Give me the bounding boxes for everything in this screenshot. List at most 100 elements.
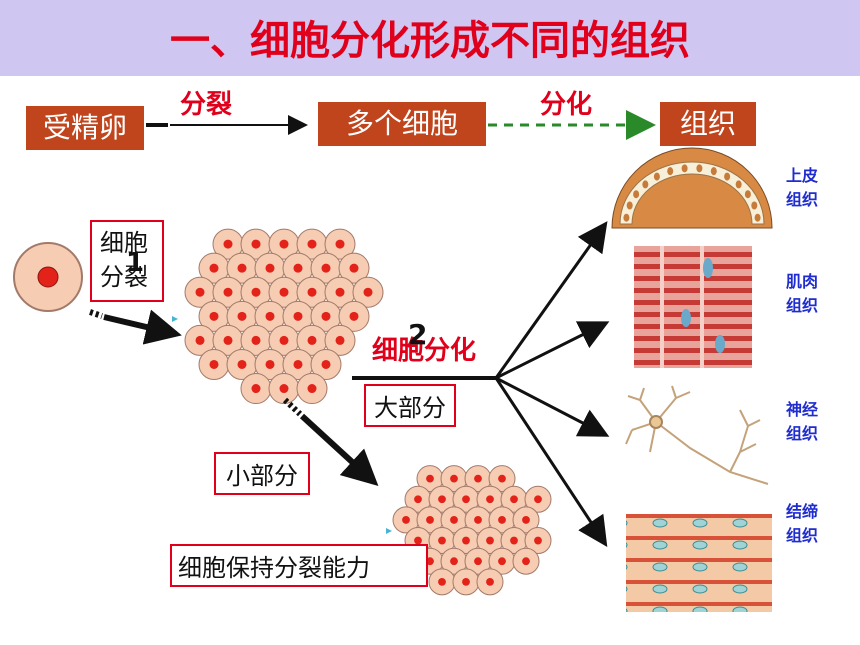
cell-nucleus (414, 495, 422, 504)
cell-nucleus (307, 335, 317, 345)
cell-nucleus (349, 263, 359, 273)
cell-nucleus (462, 536, 470, 545)
epithelial-nucleus (724, 172, 731, 181)
cell-division-box: 细胞分裂 1 (90, 220, 164, 302)
cell-nucleus (265, 311, 275, 321)
cell-nucleus (450, 474, 458, 483)
cell-nucleus (307, 239, 317, 249)
cell-division-label: 细胞分裂 (100, 229, 148, 291)
cell-nucleus (223, 287, 233, 297)
cell-nucleus (279, 335, 289, 345)
cell-nucleus (426, 516, 434, 524)
cell-nucleus (321, 359, 331, 369)
cell-nucleus (486, 495, 494, 504)
epithelial-tissue-image (611, 147, 773, 229)
cell-nucleus (251, 287, 261, 297)
cell-nucleus (474, 474, 482, 483)
cell-nucleus (438, 577, 446, 586)
cell-nucleus (209, 359, 219, 369)
cell-nucleus (307, 384, 317, 394)
cell-nucleus (426, 474, 434, 483)
cell-nucleus (335, 239, 345, 249)
cell-nucleus (335, 287, 345, 297)
cell-nucleus (321, 311, 331, 321)
cell-nucleus (486, 536, 494, 545)
cell-nucleus (450, 516, 458, 524)
cell-nucleus (426, 557, 434, 566)
cell-nucleus (438, 495, 446, 504)
tissue-label-epithelial: 上皮组织 (786, 166, 819, 209)
flow-box-zygote: 受精卵 (26, 106, 144, 150)
cell-nucleus (498, 557, 506, 566)
cell-nucleus (363, 287, 373, 297)
epithelial-nucleus (696, 164, 703, 173)
cell-nucleus (251, 384, 261, 394)
zygote-cell (13, 242, 83, 312)
title-bar (0, 0, 860, 76)
cell-nucleus (279, 239, 289, 249)
cell-nucleus (522, 557, 530, 566)
tissue-label-connective: 结缔组织 (786, 502, 819, 545)
epithelial-nucleus (744, 190, 751, 199)
cell-nucleus (237, 263, 247, 273)
cell-nucleus (498, 474, 506, 483)
cell-nucleus (251, 335, 261, 345)
tissue-label-muscle: 肌肉组织 (786, 272, 819, 315)
epithelial-nucleus (681, 164, 688, 173)
cell-nucleus (335, 335, 345, 345)
cell-nucleus (265, 263, 275, 273)
arrow-division (89, 309, 182, 345)
cell-nucleus (486, 577, 494, 586)
cell-nucleus (223, 335, 233, 345)
cell-cluster-large (184, 228, 384, 405)
majority-label: 大部分 (364, 384, 456, 427)
epithelial-nucleus (642, 180, 649, 189)
epithelial-nucleus (623, 213, 630, 222)
cell-nucleus (265, 359, 275, 369)
cell-nucleus (522, 516, 530, 524)
cell-nucleus (534, 495, 542, 504)
cell-nucleus (498, 516, 506, 524)
cell-nucleus (534, 536, 542, 545)
flow-label-differentiation: 分化 (540, 90, 593, 120)
cell-nucleus (279, 384, 289, 394)
epithelial-nucleus (626, 201, 633, 210)
retain-division-label: 细胞保持分裂能力 (170, 544, 428, 587)
cell-nucleus (462, 495, 470, 504)
cell-nucleus (209, 263, 219, 273)
page-title: 一、细胞分化形成不同的组织 (170, 18, 690, 64)
epithelial-nucleus (754, 213, 761, 222)
flow-box-tissue: 组织 (660, 102, 756, 146)
cell-nucleus (237, 311, 247, 321)
cell-nucleus (209, 311, 219, 321)
step-number-2: 2 (408, 318, 428, 351)
cell-nucleus (237, 359, 247, 369)
cell-nucleus (510, 536, 518, 545)
cell-nucleus (223, 239, 233, 249)
cell-nucleus (402, 516, 410, 524)
cell-nucleus (349, 311, 359, 321)
epithelial-nucleus (667, 167, 674, 176)
cell-nucleus (474, 557, 482, 566)
cell-differentiation-label: 细胞分化 (372, 336, 477, 366)
connective-tissue-image (626, 514, 772, 612)
arrow-minority (282, 397, 379, 487)
epithelial-nucleus (735, 180, 742, 189)
cell-nucleus (195, 335, 205, 345)
cell-nucleus (293, 311, 303, 321)
cell-nucleus (438, 536, 446, 545)
cell-nucleus (307, 287, 317, 297)
epithelial-nucleus (633, 190, 640, 199)
epithelial-nucleus (710, 167, 717, 176)
cell-nucleus (474, 516, 482, 524)
cell-nucleus (414, 536, 422, 545)
flow-label-division: 分裂 (180, 90, 233, 120)
nerve-tissue-image (625, 385, 769, 485)
epithelial-nucleus (751, 201, 758, 210)
cell-nucleus (195, 287, 205, 297)
cell-nucleus (251, 239, 261, 249)
step-number-1: 1 (126, 248, 145, 278)
cell-nucleus (450, 557, 458, 566)
arrow-differentiation-fan (352, 221, 610, 548)
